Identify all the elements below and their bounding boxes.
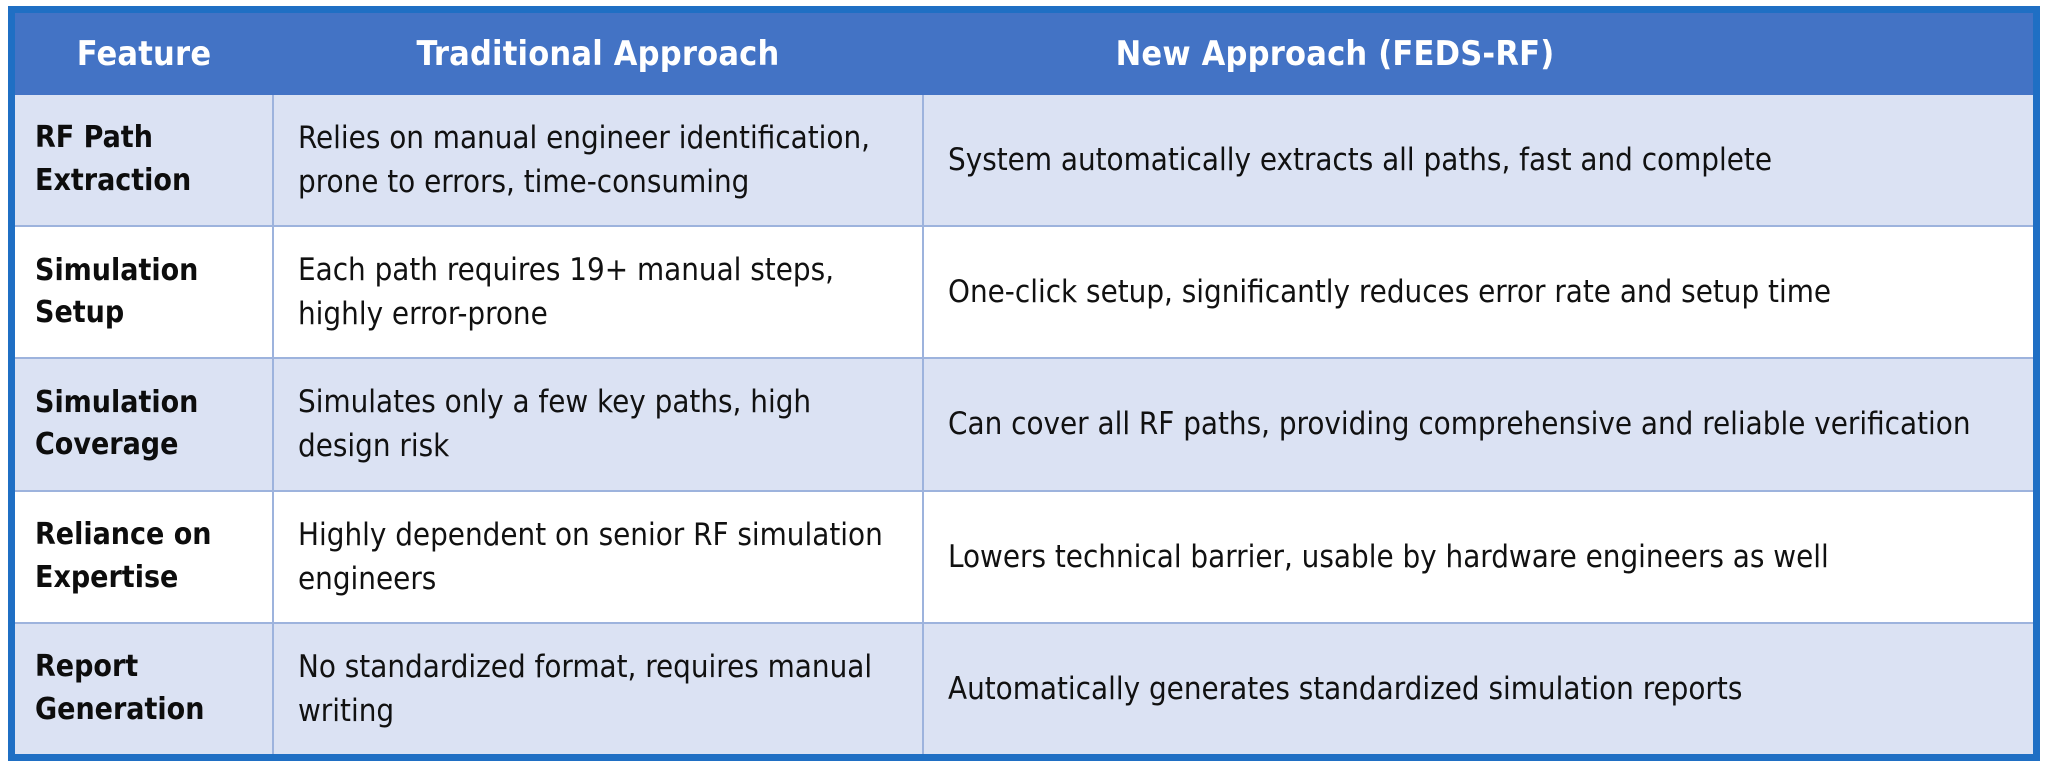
cell-traditional: No standardized format, requires manual … — [273, 622, 924, 754]
cell-feature: Report Generation — [15, 622, 274, 754]
table-row: Simulation Setup Each path requires 19+ … — [15, 226, 2033, 360]
cell-new: Lowers technical barrier, usable by hard… — [923, 490, 2033, 624]
table-row: Report Generation No standardized format… — [15, 622, 2033, 754]
column-header-feature: Feature — [76, 34, 212, 74]
table-body: RF Path Extraction Relies on manual engi… — [15, 95, 2033, 754]
cell-feature: RF Path Extraction — [15, 95, 274, 228]
table-row: RF Path Extraction Relies on manual engi… — [15, 95, 2033, 228]
column-header-new-approach: New Approach (FEDS-RF) — [1115, 34, 1555, 74]
cell-traditional: Each path requires 19+ manual steps, hig… — [273, 226, 924, 360]
table-row: Simulation Coverage Simulates only a few… — [15, 358, 2033, 492]
cell-new: Automatically generates standardized sim… — [948, 670, 1743, 707]
header-row: Feature Traditional Approach New Approac… — [15, 13, 2033, 95]
cell-new: Can cover all RF paths, providing compre… — [923, 358, 2033, 492]
cell-traditional: Highly dependent on senior RF simulation… — [273, 490, 924, 624]
cell-new: System automatically extracts all paths,… — [923, 95, 2033, 228]
table-header: Feature Traditional Approach New Approac… — [15, 13, 2033, 95]
cell-traditional: Simulates only a few key paths, high des… — [273, 358, 924, 492]
table-row: Reliance on Expertise Highly dependent o… — [15, 490, 2033, 624]
comparison-table-frame: Feature Traditional Approach New Approac… — [8, 6, 2040, 761]
cell-feature: Reliance on Expertise — [15, 490, 274, 624]
cell-feature: Simulation Coverage — [15, 358, 274, 492]
cell-feature: Simulation Setup — [15, 226, 274, 360]
cell-new: One-click setup, significantly reduces e… — [923, 226, 2033, 360]
column-header-traditional-approach: Traditional Approach — [416, 34, 780, 74]
cell-traditional: Relies on manual engineer identification… — [273, 95, 924, 228]
comparison-table: Feature Traditional Approach New Approac… — [15, 13, 2033, 754]
